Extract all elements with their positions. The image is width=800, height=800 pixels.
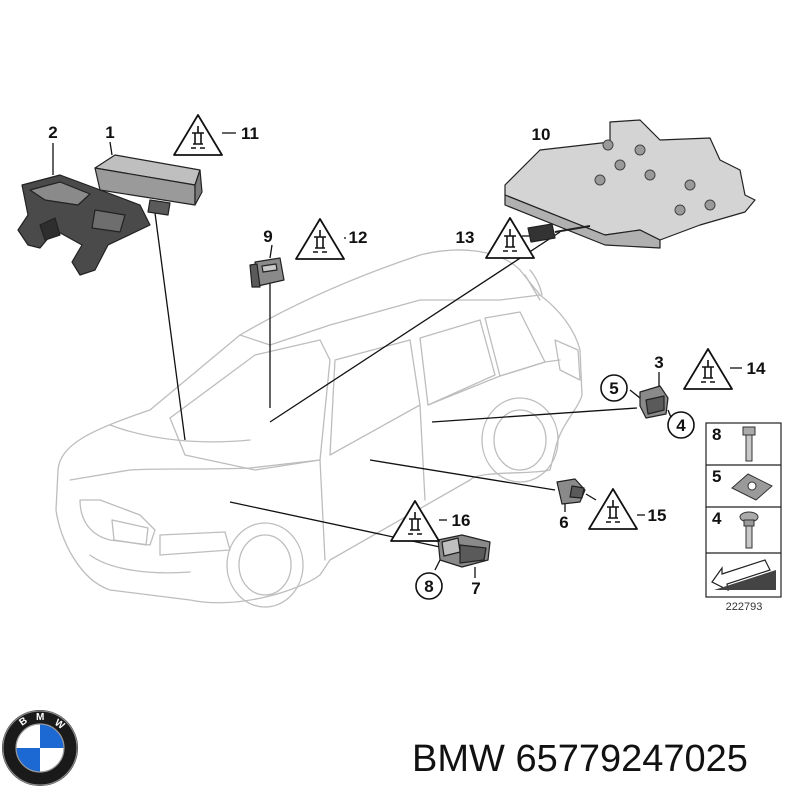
warning-triangle-icon [588,488,638,530]
hardware-legend: 8 5 4 222793 [705,422,782,613]
callout-16: 16 [452,511,471,530]
antenna-panel-part [504,119,756,249]
screw-icon [739,511,759,549]
callout-4: 4 [676,416,686,435]
bmw-logo: B M W [2,710,78,786]
callout-6: 6 [559,513,568,532]
callout-labels: 2 1 11 9 12 10 13 3 14 6 15 16 7 5 4 8 [48,123,766,600]
legend-label-5: 5 [712,467,721,486]
callout-15: 15 [648,506,667,525]
svg-text:M: M [36,712,44,723]
callout-12: 12 [349,228,368,247]
clip-icon [731,473,773,501]
bolt-icon [742,426,756,462]
sensor-part-3 [639,385,669,419]
callout-11: 11 [241,124,259,143]
callout-9: 9 [263,227,272,246]
callout-14: 14 [747,359,766,378]
callout-3: 3 [654,353,663,372]
part-number: 65779247025 [515,738,748,780]
legend-label-4: 4 [712,509,722,528]
car-outline [55,249,583,608]
callout-8: 8 [424,577,433,596]
callout-2: 2 [48,123,57,142]
sensor-part-9 [249,257,285,288]
bracket-part [17,174,151,276]
warning-triangle-icon [485,217,535,259]
warning-triangle-icon [173,114,223,156]
control-unit-part [94,154,203,216]
brand-name: BMW [412,738,505,780]
callout-5: 5 [609,379,618,398]
callout-1: 1 [105,123,114,142]
warning-triangle-icon [683,348,733,390]
warning-triangle-icon [295,218,345,260]
arrow-icon [711,559,776,592]
legend-label-8: 8 [712,425,721,444]
callout-10: 10 [532,125,551,144]
part-number-caption: BMW 65779247025 [412,738,792,788]
callout-7: 7 [471,579,480,598]
sensor-part-6 [556,478,586,505]
figure-id: 222793 [726,601,763,613]
sensor-part-7 [437,534,491,568]
callout-13: 13 [456,228,475,247]
